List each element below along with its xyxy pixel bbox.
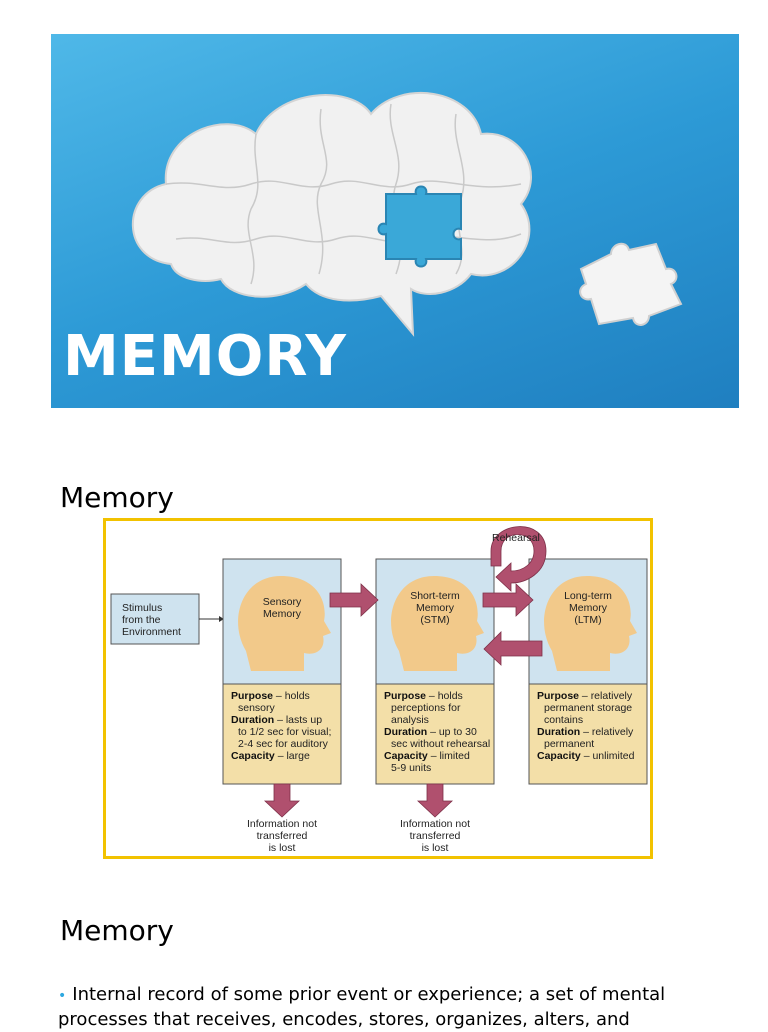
stimulus-arrowhead [219, 616, 224, 622]
title-slide: MEMORY [51, 34, 739, 408]
ltm-name-3: (LTM) [574, 614, 601, 626]
svg-text:Capacity – unlimited: Capacity – unlimited [537, 750, 635, 762]
ltm-head-icon [544, 576, 637, 671]
rehearsal-label: Rehearsal [492, 532, 540, 544]
svg-text:Purpose – holds: Purpose – holds [231, 690, 310, 702]
svg-text:is lost: is lost [422, 842, 449, 854]
bullet-text: Internal record of some prior event or e… [58, 984, 666, 1030]
svg-text:Duration – lasts up: Duration – lasts up [231, 714, 322, 726]
sensory-name-1: Sensory [263, 596, 302, 608]
stm-to-ltm-arrow [482, 583, 534, 617]
sensory-description: Purpose – holds sensory Duration – lasts… [231, 690, 331, 762]
memory-model-diagram: Stimulus from the Environment Sensory Me… [103, 518, 653, 859]
svg-text:sec without rehearsal: sec without rehearsal [391, 738, 490, 750]
ltm-to-stm-arrow [483, 631, 543, 666]
svg-text:analysis: analysis [391, 714, 429, 726]
stimulus-line-1: Stimulus [122, 602, 162, 614]
stm-name-1: Short-term [410, 590, 460, 602]
svg-text:contains: contains [544, 714, 583, 726]
svg-text:Duration – up to 30: Duration – up to 30 [384, 726, 477, 738]
svg-text:2-4 sec for auditory: 2-4 sec for auditory [238, 738, 329, 750]
svg-text:5-9 units: 5-9 units [391, 762, 431, 774]
loose-puzzle-piece-icon [579, 242, 683, 326]
brain-puzzle-icon [131, 92, 532, 337]
svg-text:Capacity – large: Capacity – large [231, 750, 310, 762]
stimulus-line-2: from the [122, 614, 161, 626]
stm-name-2: Memory [416, 602, 455, 614]
stm-column [375, 558, 495, 785]
sensory-to-stm-arrow [329, 583, 379, 617]
stm-description: Purpose – holds perceptions for analysis… [384, 690, 490, 774]
stimulus-line-3: Environment [122, 626, 181, 638]
svg-text:Information not: Information not [400, 818, 470, 830]
svg-text:to 1/2 sec for visual;: to 1/2 sec for visual; [238, 726, 331, 738]
svg-text:sensory: sensory [238, 702, 276, 714]
svg-text:transferred: transferred [257, 830, 308, 842]
sensory-column [222, 558, 342, 785]
rehearsal-loop-arrow [490, 526, 547, 592]
ltm-name-2: Memory [569, 602, 608, 614]
slide-heading: Memory [60, 914, 174, 947]
svg-text:Purpose – holds: Purpose – holds [384, 690, 463, 702]
stm-lost-label: Information not transferred is lost [400, 818, 470, 854]
stm-name-3: (STM) [420, 614, 449, 626]
svg-text:Duration – relatively: Duration – relatively [537, 726, 634, 738]
svg-text:is lost: is lost [269, 842, 296, 854]
stm-head-icon [391, 576, 484, 671]
slide-heading: Memory [60, 481, 174, 514]
svg-text:permanent: permanent [544, 738, 594, 750]
svg-text:transferred: transferred [410, 830, 461, 842]
svg-text:Information not: Information not [247, 818, 317, 830]
bullet-item: •Internal record of some prior event or … [58, 983, 748, 1032]
sensory-head-icon [238, 576, 331, 671]
puzzle-brain-image [131, 92, 683, 337]
ltm-description: Purpose – relatively permanent storage c… [537, 690, 635, 762]
slide-title: MEMORY [63, 324, 347, 389]
svg-text:permanent storage: permanent storage [544, 702, 632, 714]
svg-text:Capacity – limited: Capacity – limited [384, 750, 470, 762]
sensory-lost-arrow [263, 783, 301, 818]
sensory-name-2: Memory [263, 608, 302, 620]
ltm-name-1: Long-term [564, 590, 612, 602]
ltm-column [528, 558, 648, 785]
stm-lost-arrow [416, 783, 454, 818]
svg-text:perceptions for: perceptions for [391, 702, 461, 714]
svg-text:Purpose – relatively: Purpose – relatively [537, 690, 633, 702]
bullet-icon: • [58, 988, 67, 1004]
sensory-lost-label: Information not transferred is lost [247, 818, 317, 854]
